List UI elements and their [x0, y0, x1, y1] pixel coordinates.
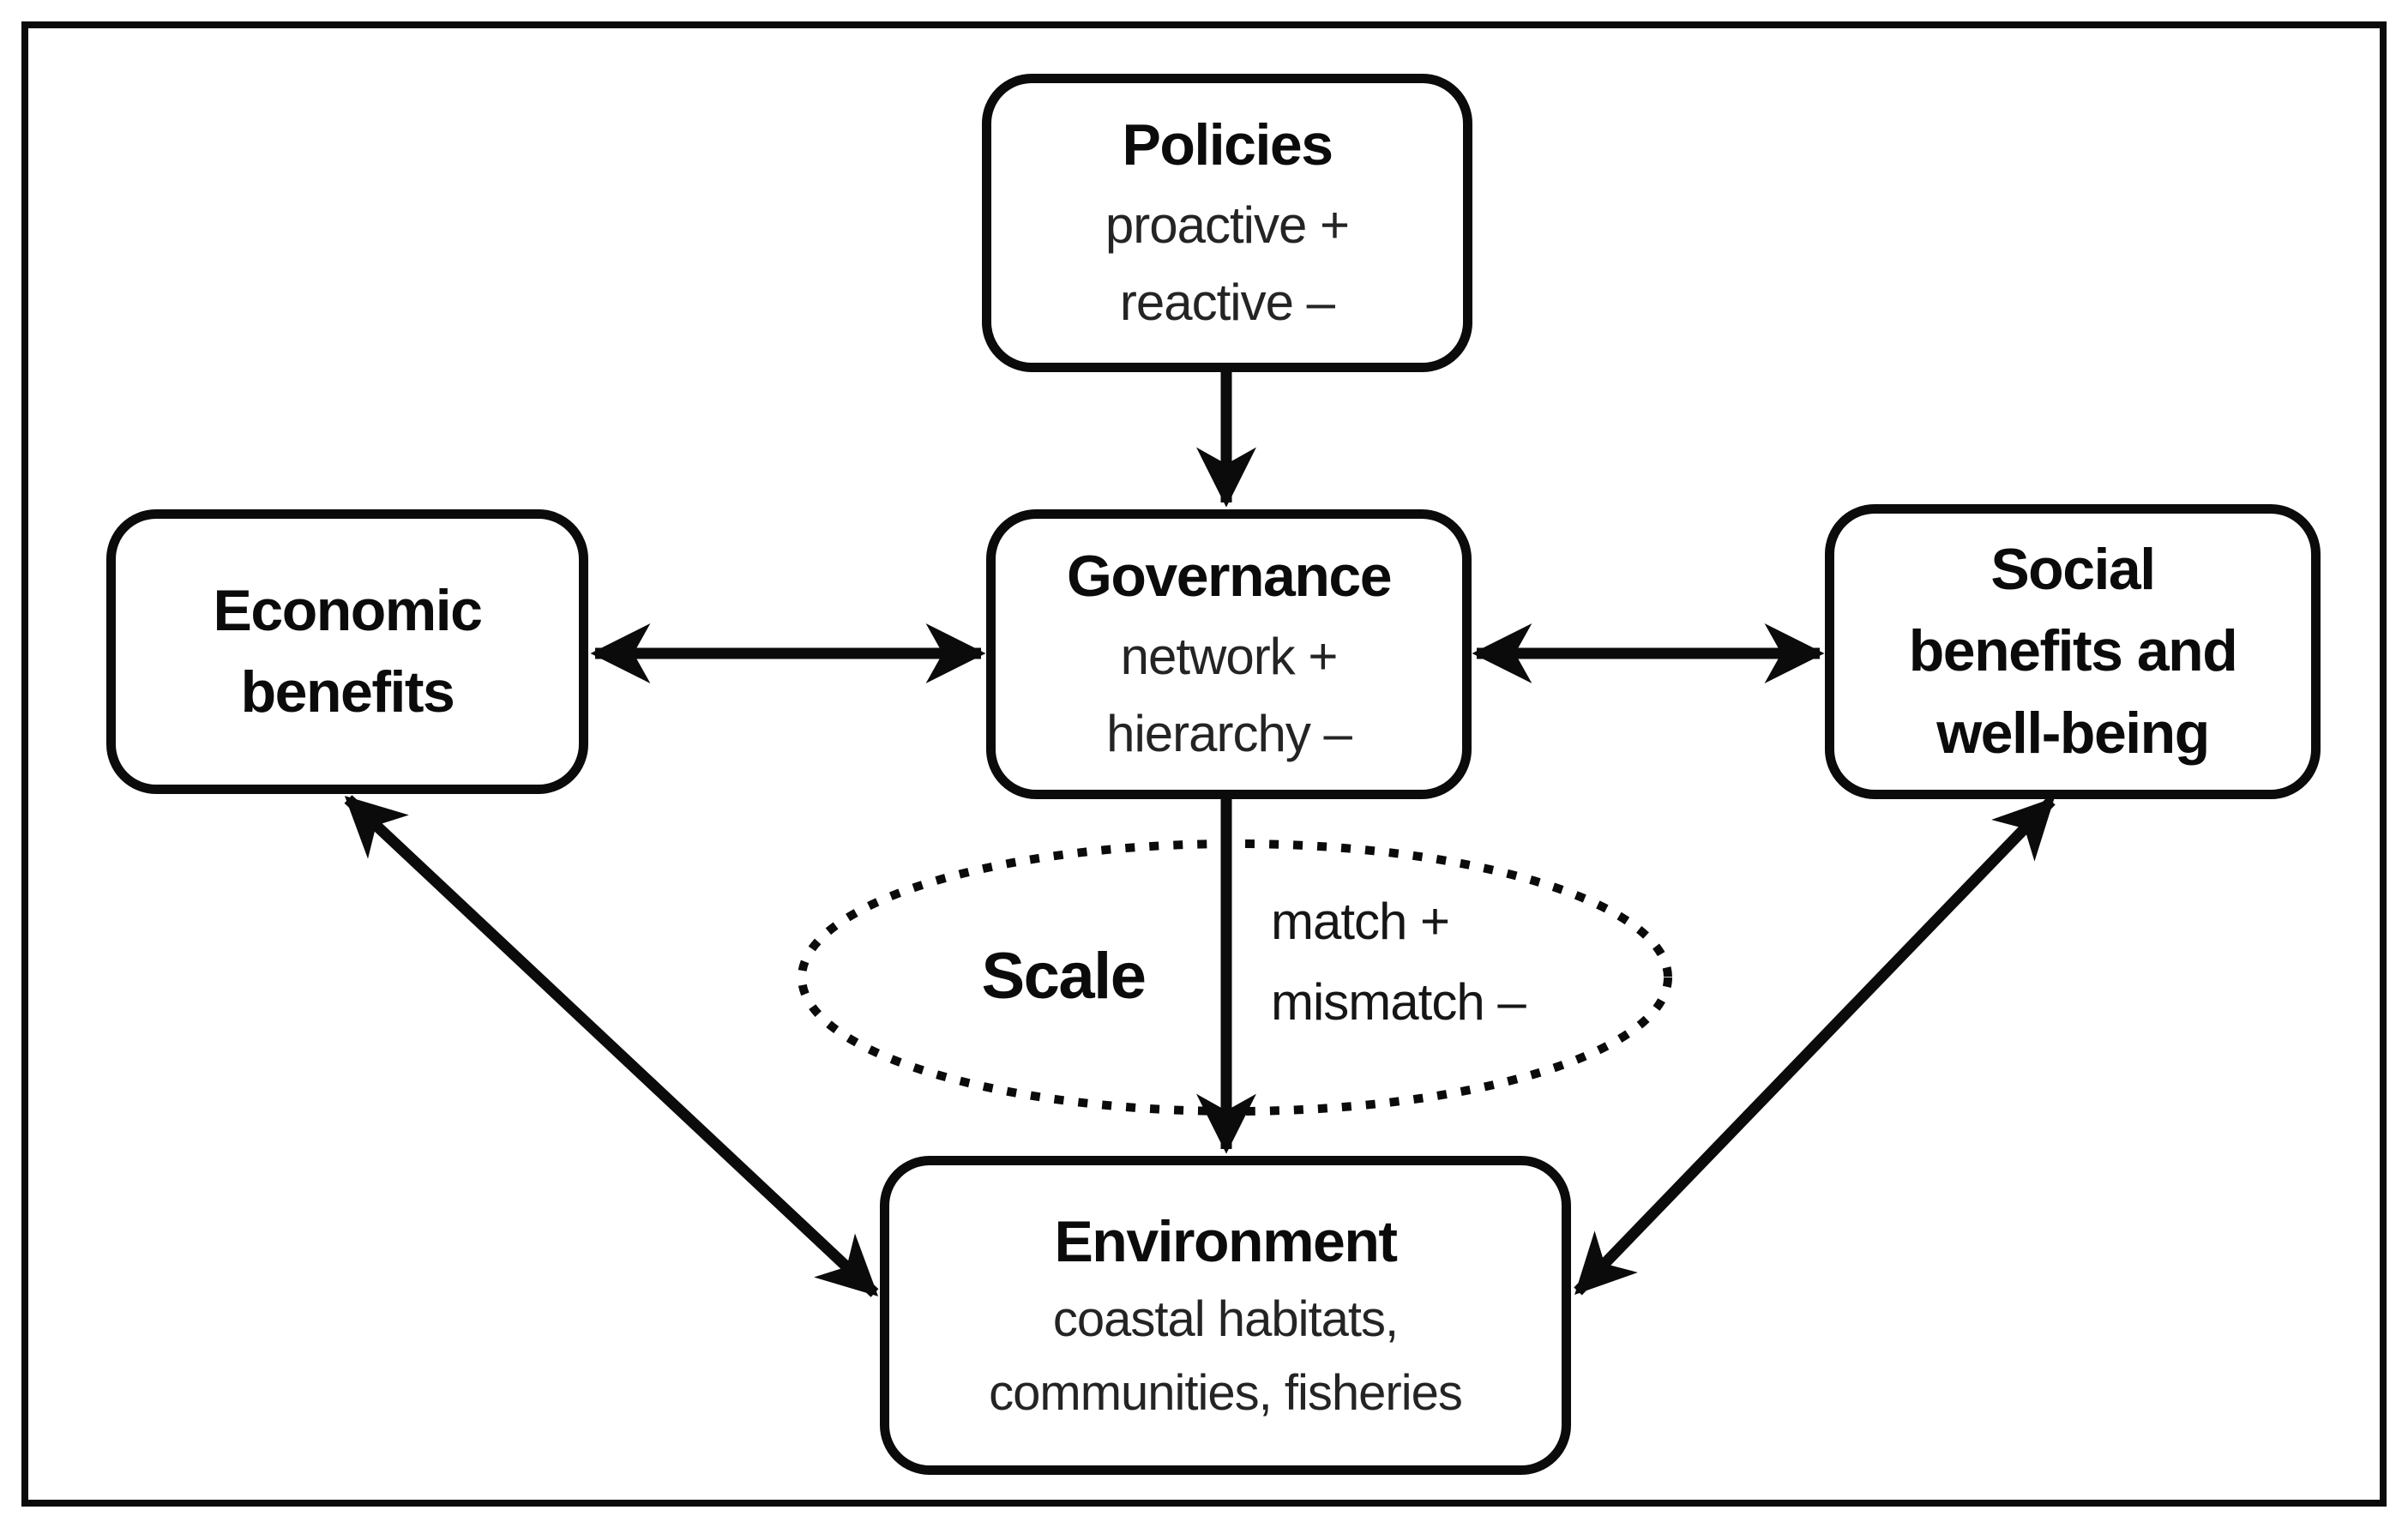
economic-line-2: benefits — [240, 659, 455, 725]
governance-title: Governance — [1066, 544, 1393, 610]
social-line-2: benefits and — [1908, 618, 2238, 684]
policies-line-2: reactive – — [1119, 273, 1335, 331]
scale-mismatch-line: mismatch – — [1271, 973, 1526, 1031]
social-line-3: well-being — [1936, 700, 2210, 766]
economic-line-1: Economic — [213, 577, 483, 643]
environment-line-2: communities, fisheries — [989, 1364, 1463, 1421]
figure-border — [21, 21, 2387, 1507]
policies-line-1: proactive + — [1105, 196, 1350, 254]
governance-line-1: network + — [1120, 627, 1339, 685]
scale-label: Scale — [981, 940, 1147, 1013]
arrow-social-environment — [1574, 797, 2056, 1296]
environment-box: Environment coastal habitats, communitie… — [880, 1156, 1571, 1475]
policies-box: Policies proactive + reactive – — [982, 74, 1472, 372]
social-benefits-box: Social benefits and well-being — [1825, 504, 2321, 799]
governance-box: Governance network + hierarchy – — [986, 509, 1472, 799]
environment-title: Environment — [1054, 1208, 1398, 1274]
scale-match-line: match + — [1271, 893, 1450, 950]
governance-line-2: hierarchy – — [1106, 704, 1352, 762]
arrow-economic-environment — [344, 795, 879, 1297]
policies-title: Policies — [1122, 112, 1333, 178]
social-line-1: Social — [1990, 537, 2156, 603]
scale-match-lines: match + mismatch – — [1271, 881, 1674, 1043]
economic-benefits-box: Economic benefits — [106, 509, 588, 794]
environment-line-1: coastal habitats, — [1052, 1290, 1399, 1347]
